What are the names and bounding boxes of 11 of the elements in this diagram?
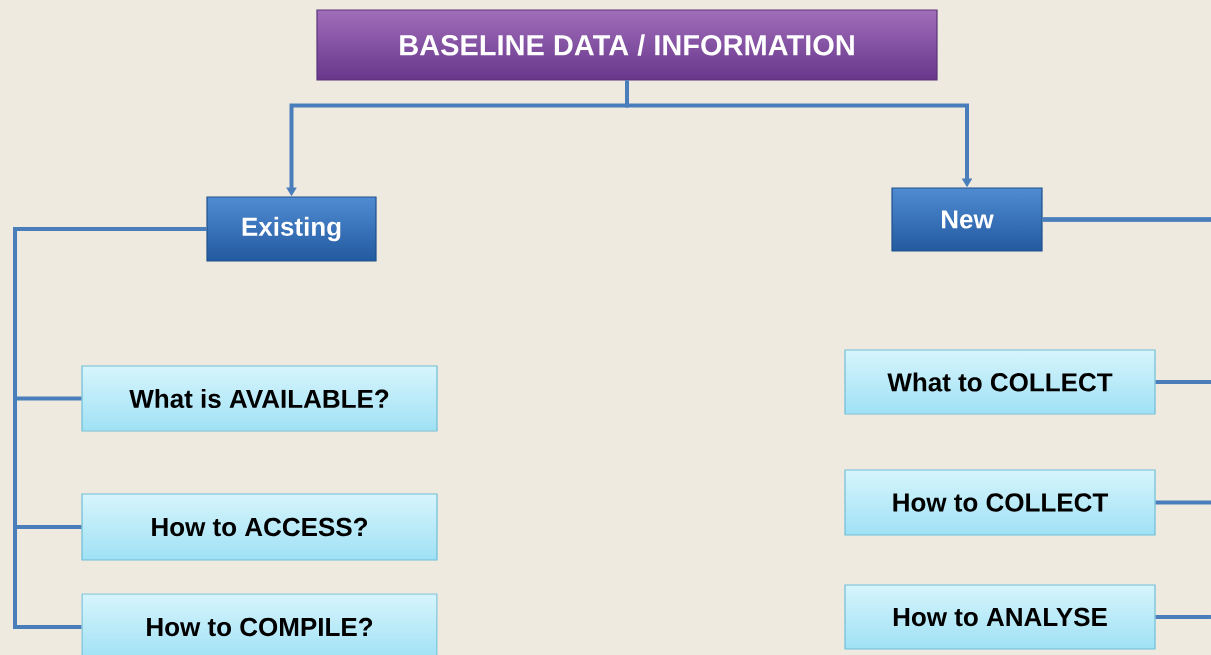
question-box: How to ANALYSE [844, 584, 1156, 650]
heading-box: BASELINE DATA / INFORMATION [316, 9, 938, 81]
connector [1042, 217, 1211, 619]
question-box: What to COLLECT [844, 349, 1156, 415]
question-box: What is AVAILABLE? [81, 365, 438, 432]
category-box: New [891, 187, 1043, 252]
category-box: Existing [206, 196, 377, 262]
question-box: How to COLLECT [844, 469, 1156, 536]
question-box: How to COMPILE? [81, 593, 438, 655]
question-box: How to ACCESS? [81, 493, 438, 561]
connector [13, 227, 207, 629]
